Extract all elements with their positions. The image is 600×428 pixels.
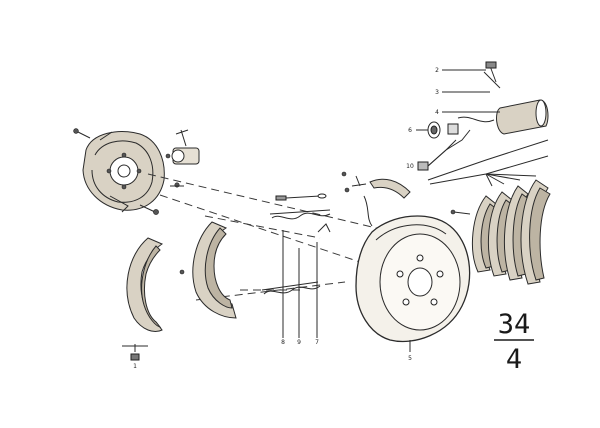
callout-8-label: 8 xyxy=(281,339,285,346)
callout-5: 5 xyxy=(408,355,412,362)
wheel-cylinder-small xyxy=(165,129,200,188)
callout-8: 8 xyxy=(281,339,285,346)
callout-10: 10 xyxy=(406,163,414,170)
callout-3-label: 3 xyxy=(435,89,439,96)
brake-drum xyxy=(355,215,471,352)
callout-9: 9 xyxy=(297,339,301,346)
bolt-top-left xyxy=(73,128,91,139)
group-code-top: 34 xyxy=(498,309,531,340)
callout-4-label: 4 xyxy=(435,109,439,116)
brake-shoe-set xyxy=(429,155,551,285)
wheel-cylinder-exploded xyxy=(417,61,549,181)
callout-3: 3 xyxy=(435,89,490,96)
callout-5-label: 5 xyxy=(408,355,412,362)
springs-adjusters xyxy=(261,193,331,338)
callout-4: 4 xyxy=(435,109,500,116)
callout-7-label: 7 xyxy=(315,339,319,346)
callout-1: 1 xyxy=(133,363,137,370)
callout-9-label: 9 xyxy=(297,339,301,346)
brake-shoe-left xyxy=(122,237,164,361)
callout-6: 6 xyxy=(408,127,428,134)
callout-2: 2 xyxy=(435,67,486,74)
brake-shoe-middle xyxy=(179,221,237,319)
callout-6-label: 6 xyxy=(408,127,412,134)
callout-7: 7 xyxy=(315,339,319,346)
upper-hardware xyxy=(341,171,411,227)
callout-10-label: 10 xyxy=(406,163,414,170)
group-code: 34 4 xyxy=(494,309,534,375)
group-code-bottom: 4 xyxy=(506,344,522,375)
backing-plate xyxy=(82,131,165,213)
callout-2-label: 2 xyxy=(435,67,439,74)
bolt-lower-left xyxy=(139,204,159,215)
callout-1-label: 1 xyxy=(133,363,137,370)
assembly-lines xyxy=(147,173,411,301)
